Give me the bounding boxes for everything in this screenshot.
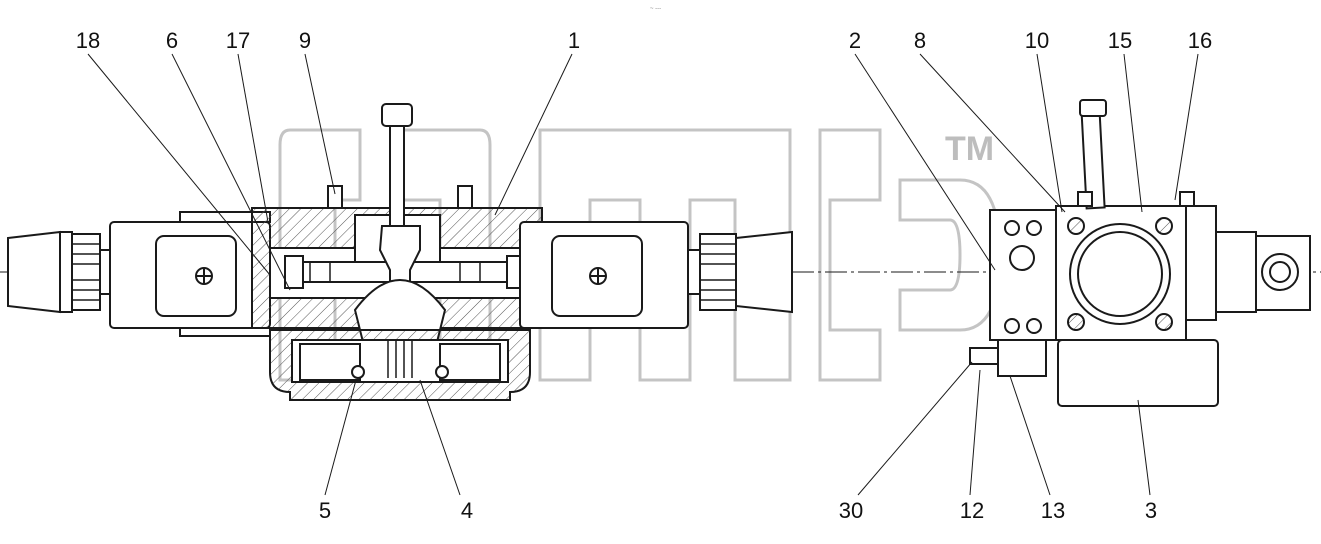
label-5: 5 [318, 498, 332, 523]
right-knurled-nut [699, 233, 737, 311]
label-2: 2 [848, 28, 862, 53]
label-18: 18 [75, 28, 101, 53]
label-17: 17 [225, 28, 251, 53]
watermark-tm: TM [945, 130, 994, 168]
label-1: 1 [567, 28, 581, 53]
label-8: 8 [913, 28, 927, 53]
small-block [997, 339, 1047, 377]
header-mark: ~ --- [650, 6, 662, 12]
label-9: 9 [298, 28, 312, 53]
bottom-coil [1057, 339, 1219, 407]
side-bolt-left [1077, 191, 1093, 207]
side-bolt-right [1179, 191, 1195, 207]
bleed-screw [969, 347, 999, 365]
label-30: 30 [838, 498, 864, 523]
top-bolt-left [327, 185, 343, 209]
lever-knob [381, 103, 413, 127]
label-10: 10 [1024, 28, 1050, 53]
left-valve [7, 103, 793, 401]
side-block [989, 209, 1057, 341]
left-knurled-nut [71, 233, 101, 311]
side-connector [1215, 231, 1257, 313]
top-bolt-right [457, 185, 473, 209]
label-16: 16 [1187, 28, 1213, 53]
left-connector [7, 230, 61, 314]
label-15: 15 [1107, 28, 1133, 53]
manual-lever [389, 119, 405, 241]
label-12: 12 [959, 498, 985, 523]
label-6: 6 [165, 28, 179, 53]
label-3: 3 [1144, 498, 1158, 523]
right-connector [735, 230, 793, 314]
leader-lines [87, 53, 1199, 496]
label-4: 4 [460, 498, 474, 523]
right-valve [969, 99, 1311, 407]
label-13: 13 [1040, 498, 1066, 523]
